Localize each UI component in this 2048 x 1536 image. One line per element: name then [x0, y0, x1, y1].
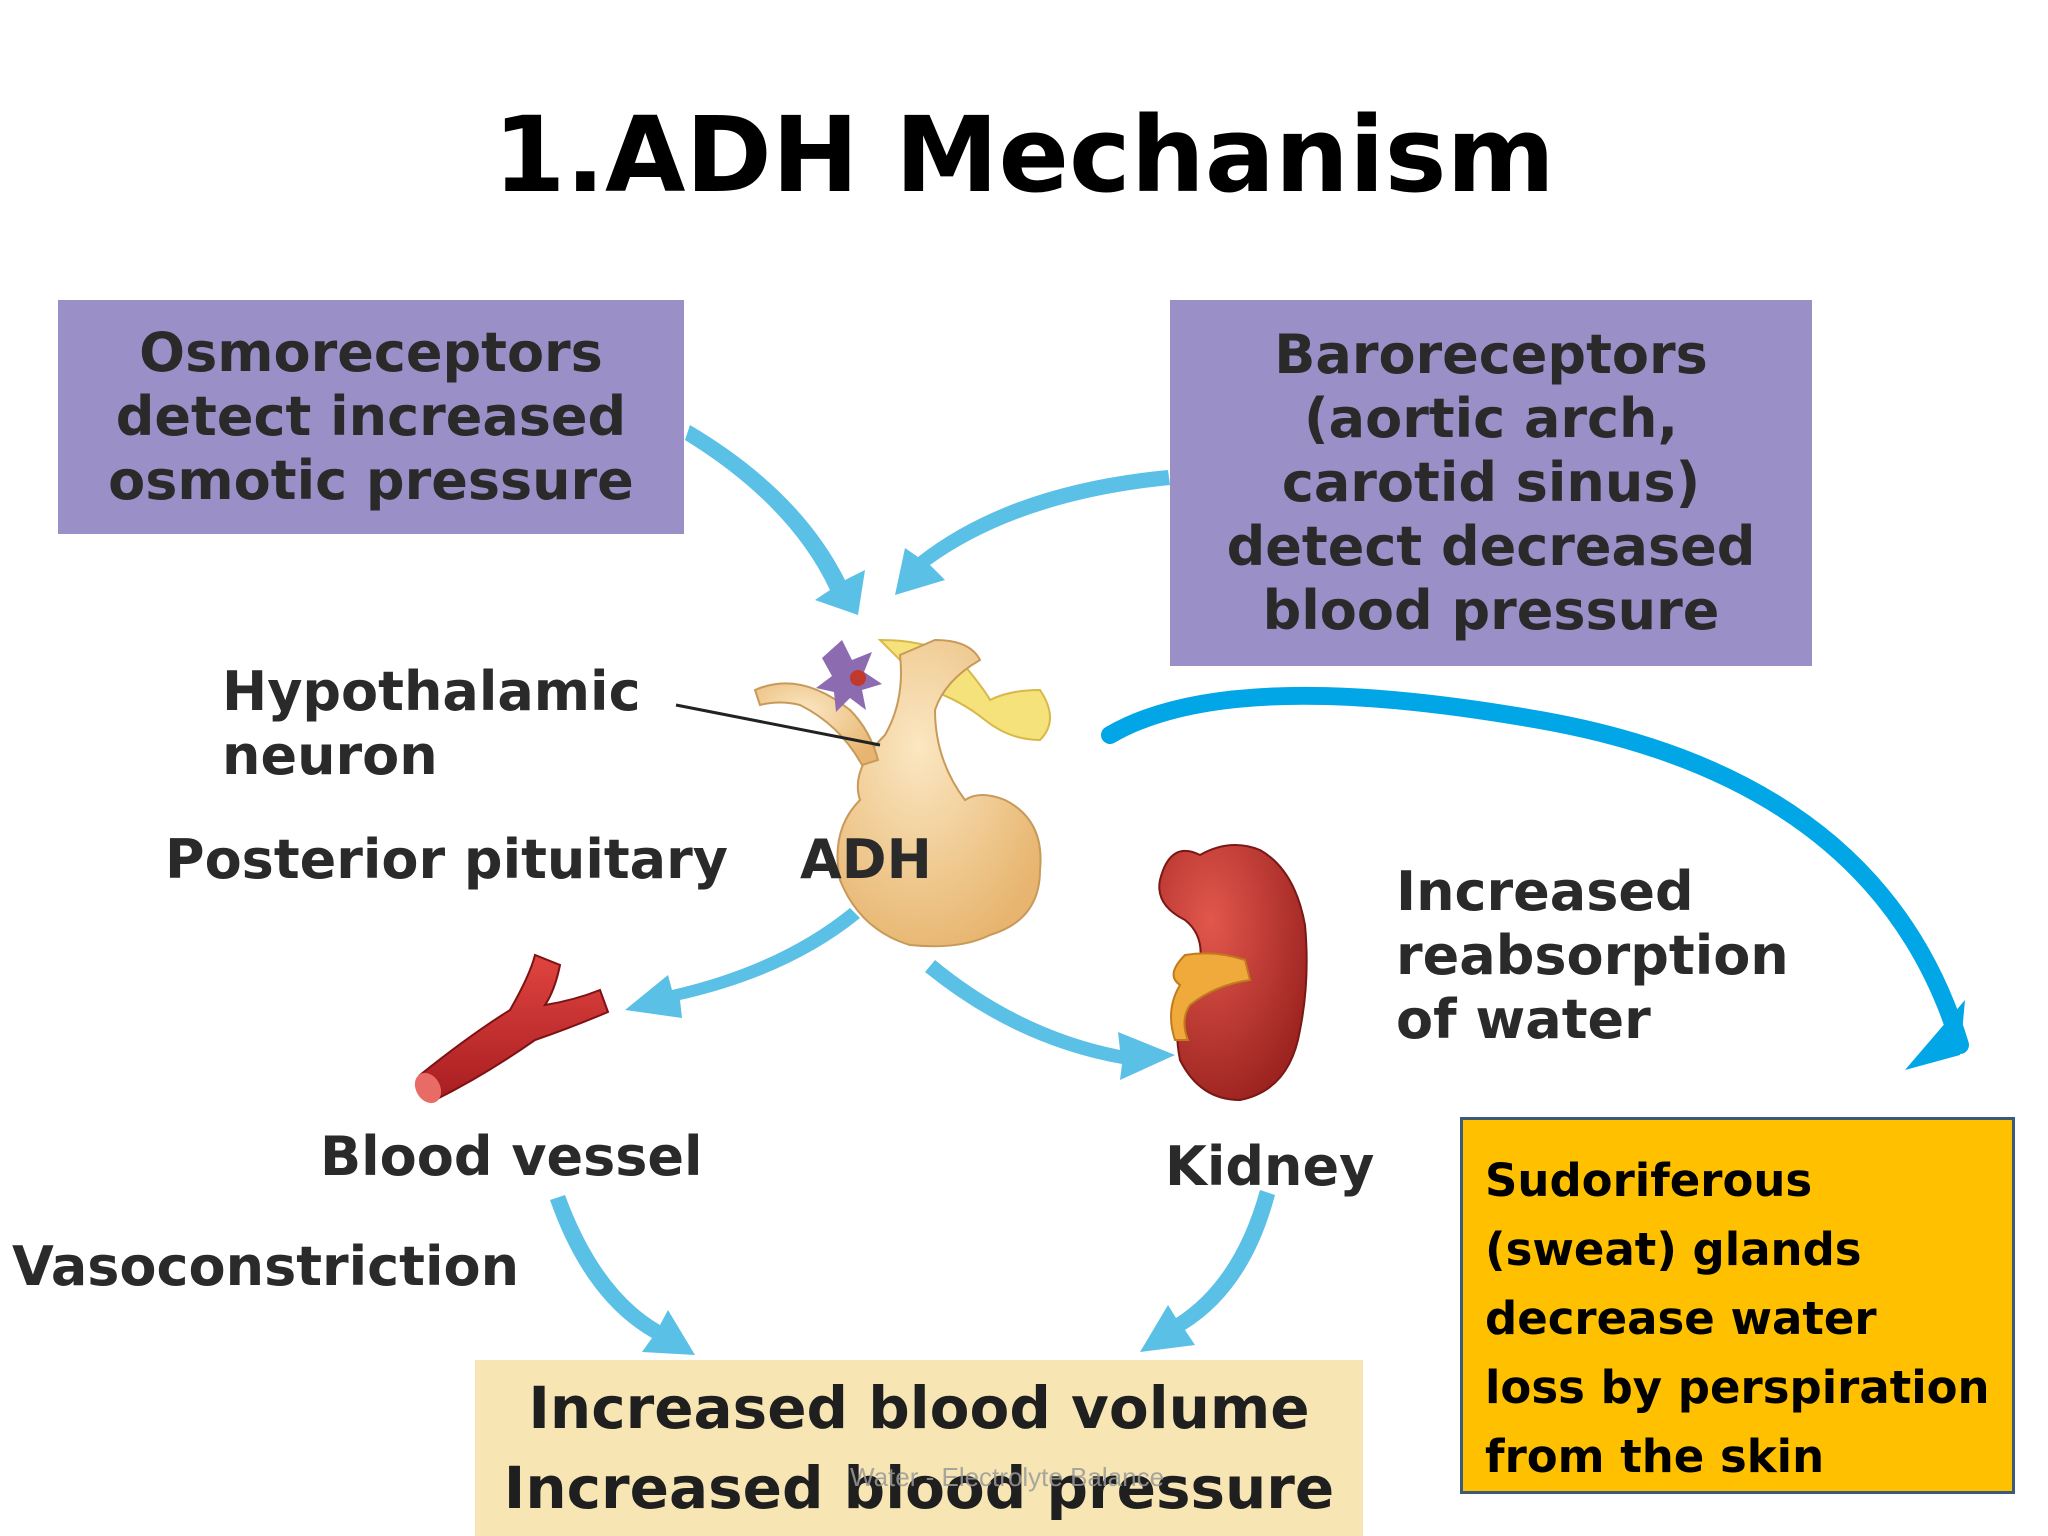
kidney-label: Kidney [1165, 1135, 1375, 1198]
sweat-line: decrease water [1485, 1292, 1877, 1345]
vasoconstriction-label: Vasoconstriction [12, 1235, 520, 1298]
baroreceptors-line: blood pressure [1262, 579, 1720, 642]
sweat-line: loss by perspiration [1485, 1361, 1990, 1414]
reabsorption-label-line: reabsorption [1396, 924, 1789, 987]
big-feedback-arrow [1101, 686, 1969, 1070]
blood-vessel-illustration [414, 953, 610, 1104]
arrow-osmo-to-pituitary [685, 425, 865, 615]
osmoreceptors-line: Osmoreceptors [139, 321, 603, 384]
sweat-line: (sweat) glands [1485, 1223, 1862, 1276]
arrow-pituitary-to-kidney [925, 960, 1175, 1080]
hypothalamic-label-line: neuron [222, 724, 438, 787]
arrow-kidney-to-result [1140, 1190, 1275, 1352]
arrow-vessel-to-result [550, 1195, 695, 1355]
adh-label: ADH [800, 828, 932, 891]
blood-vessel-label: Blood vessel [320, 1125, 703, 1188]
baroreceptors-box: Baroreceptors (aortic arch, carotid sinu… [1170, 300, 1812, 666]
footer-text: Water - Electrolyte Balance [850, 1462, 1165, 1492]
baroreceptors-line: (aortic arch, [1303, 387, 1679, 450]
osmoreceptors-line: detect increased [115, 385, 627, 448]
hypothalamic-label-line: Hypothalamic [222, 660, 641, 723]
reabsorption-label-line: of water [1396, 988, 1651, 1051]
result-box: Increased blood volume Increased blood p… [475, 1360, 1363, 1536]
osmoreceptors-box: Osmoreceptors detect increased osmotic p… [58, 300, 684, 534]
arrow-baro-to-pituitary [895, 470, 1170, 595]
osmoreceptors-line: osmotic pressure [108, 449, 634, 512]
hypothalamic-neuron-label: Hypothalamic neuron [222, 660, 641, 788]
sweat-line: from the skin [1485, 1430, 1825, 1483]
pituitary-gland-illustration [675, 638, 1051, 948]
baroreceptors-line: Baroreceptors [1274, 323, 1708, 386]
kidney-illustration [1158, 844, 1308, 1102]
baroreceptors-line: carotid sinus) [1281, 451, 1701, 514]
result-line: Increased blood volume [528, 1374, 1310, 1442]
arrow-pituitary-to-vessel [625, 908, 860, 1018]
reabsorption-label-line: Increased [1396, 860, 1694, 923]
posterior-pituitary-label: Posterior pituitary [165, 828, 728, 891]
slide-title: 1.ADH Mechanism [493, 94, 1555, 216]
sweat-glands-box: Sudoriferous (sweat) glands decrease wat… [1460, 1117, 2015, 1494]
sweat-line: Sudoriferous [1485, 1154, 1813, 1207]
result-line: Increased blood pressure [503, 1454, 1335, 1522]
reabsorption-label: Increased reabsorption of water [1396, 860, 1789, 1052]
baroreceptors-line: detect decreased [1226, 515, 1756, 578]
